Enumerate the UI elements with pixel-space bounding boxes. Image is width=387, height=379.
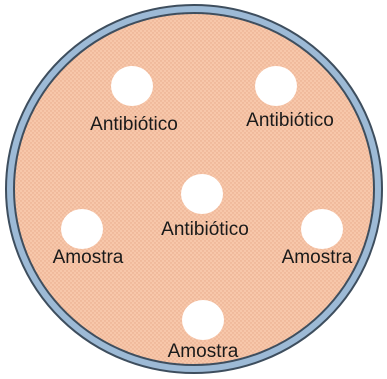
well-label-sample-1: Amostra [53, 247, 124, 269]
well-disc-antibiotic-2 [255, 66, 297, 106]
well-disc-sample-1 [61, 209, 103, 249]
well-disc-sample-2 [301, 209, 343, 249]
well-disc-antibiotic-3 [181, 174, 223, 214]
well-label-antibiotic-2: Antibiótico [246, 110, 334, 132]
well-label-sample-3: Amostra [168, 341, 239, 363]
well-label-sample-2: Amostra [282, 247, 353, 269]
well-label-antibiotic-1: Antibiótico [90, 114, 178, 136]
well-label-antibiotic-3: Antibiótico [161, 219, 249, 241]
well-disc-antibiotic-1 [111, 66, 153, 106]
well-disc-sample-3 [182, 300, 224, 340]
